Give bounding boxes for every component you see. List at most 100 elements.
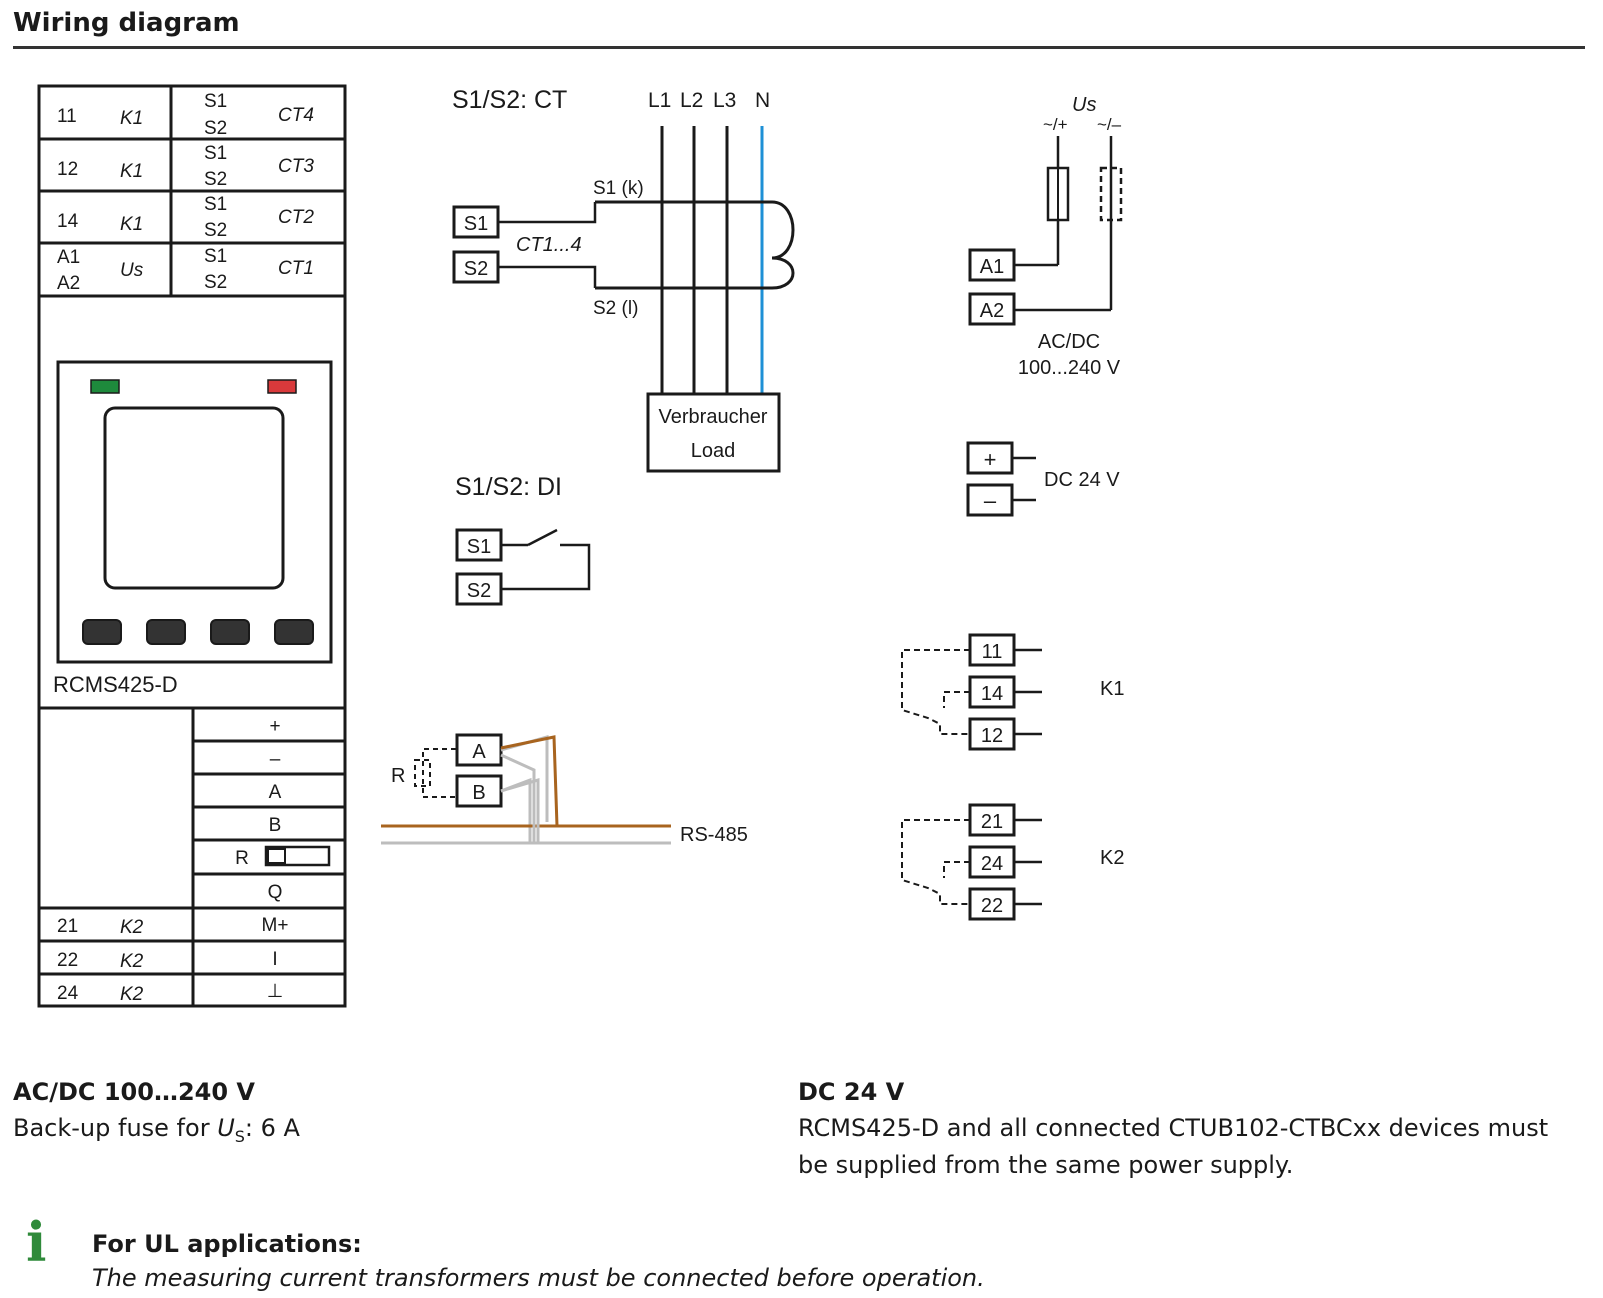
ct-terminal-s2 bbox=[452, 250, 500, 284]
di-switch bbox=[502, 528, 591, 591]
ct-section-title: S1/S2: CT bbox=[452, 86, 567, 114]
relay-terminal-21-label: 21 bbox=[981, 811, 1003, 833]
relay-k2: 21 24 22 K2 bbox=[901, 803, 1124, 921]
dc-terminal-minus-label: – bbox=[984, 488, 997, 513]
optional-fuse-icon bbox=[1099, 166, 1123, 222]
wiring-diagram: 11 K1 S1 S2 CT4 12 K1 S1 S2 CT3 14 K1 S1… bbox=[37, 84, 1124, 1008]
ct-wire-s2 bbox=[499, 265, 597, 288]
relay-terminal-24 bbox=[968, 845, 1016, 879]
device-model: RCMS425-D bbox=[53, 672, 178, 697]
device-term-12: 12 bbox=[57, 159, 78, 180]
supply-terminal-a1-label: A1 bbox=[980, 256, 1004, 278]
rs485-terminal-a-label: A bbox=[472, 741, 486, 763]
device-term-21: 21 bbox=[57, 916, 78, 937]
device-term-minus: – bbox=[270, 749, 281, 770]
supply-terminal-a2-label: A2 bbox=[980, 300, 1004, 322]
info-icon: i bbox=[26, 1210, 47, 1274]
dc-terminal-minus bbox=[966, 483, 1014, 517]
rs485-terminal-b-label: B bbox=[472, 782, 485, 804]
device-button-1 bbox=[82, 619, 122, 645]
di-terminal-s2-label: S2 bbox=[467, 580, 491, 602]
note-acdc-text-s: S bbox=[234, 1126, 245, 1146]
device-ct3: CT3 bbox=[278, 156, 314, 177]
ct-terminal-s2-label: S2 bbox=[464, 258, 488, 280]
pol-plus-label: ~/+ bbox=[1043, 115, 1068, 134]
supply-terminal-a2 bbox=[968, 292, 1016, 326]
device-term-24: 24 bbox=[57, 983, 79, 1004]
relay-terminal-12 bbox=[968, 717, 1016, 751]
device-s1: S1 bbox=[204, 91, 227, 112]
us-label: Us bbox=[1072, 94, 1096, 116]
load-label-en: Load bbox=[691, 440, 736, 462]
phase-l2: L2 bbox=[680, 89, 703, 112]
device-ct1: CT1 bbox=[278, 258, 314, 279]
relay-k1-label: K1 bbox=[1100, 678, 1124, 700]
device-term-plus: + bbox=[269, 716, 280, 737]
note-acdc-text: Back-up fuse for US: 6 A bbox=[13, 1110, 300, 1155]
phase-conductors bbox=[660, 126, 729, 395]
device-block bbox=[37, 84, 347, 1008]
ct-terminal-s1-label: S1 bbox=[464, 213, 488, 235]
dc-terminal-plus-label: + bbox=[984, 447, 997, 472]
device-label-us: Us bbox=[120, 260, 144, 281]
note-dc-title: DC 24 V bbox=[798, 1078, 905, 1106]
supply-wires bbox=[1012, 136, 1113, 312]
load-box bbox=[646, 392, 781, 473]
device-term-mplus: M+ bbox=[262, 915, 289, 936]
ac-label-2: 100...240 V bbox=[1018, 357, 1121, 379]
note-acdc-text-post: : 6 A bbox=[244, 1114, 300, 1142]
device-button-3 bbox=[210, 619, 250, 645]
device-label-k2: K2 bbox=[120, 951, 144, 972]
relay-terminal-14 bbox=[968, 675, 1016, 709]
relay-terminal-12-label: 12 bbox=[981, 725, 1003, 747]
device-label-k1: K1 bbox=[120, 214, 143, 235]
pol-minus-label: ~/– bbox=[1097, 115, 1122, 134]
di-terminal-s2 bbox=[455, 572, 503, 606]
dc-label: DC 24 V bbox=[1044, 469, 1120, 491]
device-term-a: A bbox=[269, 782, 282, 803]
device-label-k1: K1 bbox=[120, 108, 143, 129]
device-term-b: B bbox=[269, 815, 282, 836]
rs485-wires bbox=[381, 735, 671, 845]
relay-k1: 11 14 12 K1 bbox=[901, 633, 1124, 751]
note-acdc-text-u: U bbox=[217, 1114, 235, 1142]
terminating-resistor bbox=[414, 748, 456, 798]
phase-l3: L3 bbox=[713, 89, 736, 112]
device-term-14: 14 bbox=[57, 211, 79, 232]
title-rule bbox=[13, 46, 1585, 49]
note-acdc: AC/DC 100…240 V Back-up fuse for US: 6 A bbox=[13, 1078, 300, 1155]
device-term-r: R bbox=[235, 848, 249, 869]
device-s1: S1 bbox=[204, 194, 227, 215]
ct-wire-s1 bbox=[499, 202, 597, 224]
dc-terminal-plus bbox=[966, 441, 1014, 475]
ct-s2-label: S2 (l) bbox=[593, 298, 638, 319]
device-label-k2: K2 bbox=[120, 917, 144, 938]
note-dc: DC 24 V RCMS425-D and all connected CTUB… bbox=[798, 1078, 1578, 1184]
ct-terminal-s1 bbox=[452, 205, 500, 239]
ac-label-1: AC/DC bbox=[1038, 331, 1100, 353]
supply-terminal-a1 bbox=[968, 248, 1016, 282]
device-label-k2: K2 bbox=[120, 984, 144, 1005]
device-s2: S2 bbox=[204, 169, 227, 190]
device-s2: S2 bbox=[204, 220, 227, 241]
relay-terminal-11 bbox=[968, 633, 1016, 667]
relay-terminal-14-label: 14 bbox=[981, 683, 1003, 705]
device-s1: S1 bbox=[204, 246, 227, 267]
note-acdc-text-pre: Back-up fuse for bbox=[13, 1114, 218, 1142]
di-section-title: S1/S2: DI bbox=[455, 473, 562, 501]
resistor-label: R bbox=[391, 765, 405, 787]
di-terminal-s1-label: S1 bbox=[467, 536, 491, 558]
note-dc-text: RCMS425-D and all connected CTUB102-CTBC… bbox=[798, 1114, 1549, 1179]
device-term-11: 11 bbox=[57, 106, 77, 127]
page-title: Wiring diagram bbox=[13, 8, 240, 38]
rs485-label: RS-485 bbox=[680, 824, 748, 846]
device-s2: S2 bbox=[204, 118, 227, 139]
device-ct2: CT2 bbox=[278, 207, 314, 228]
note-acdc-title: AC/DC 100…240 V bbox=[13, 1078, 255, 1106]
phase-n: N bbox=[755, 89, 770, 112]
relay-terminal-21 bbox=[968, 803, 1016, 837]
device-term-ground: ⊥ bbox=[267, 981, 284, 1002]
device-button-4 bbox=[274, 619, 314, 645]
status-led-green bbox=[90, 379, 120, 394]
device-term-a1: A1 bbox=[57, 247, 80, 268]
